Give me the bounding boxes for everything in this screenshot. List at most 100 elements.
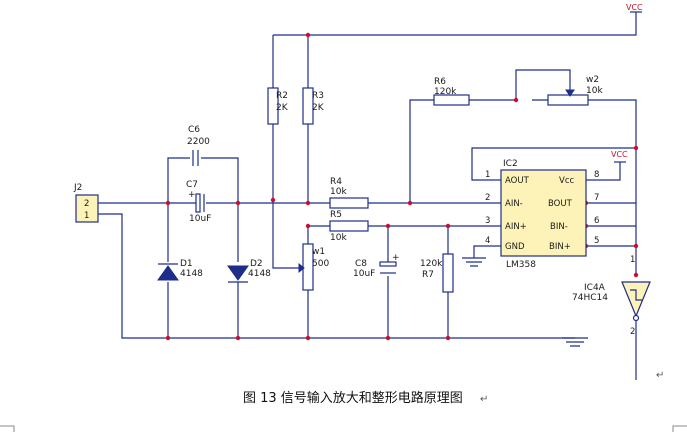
junction-dots xyxy=(165,32,639,341)
junction-dot xyxy=(385,335,391,341)
ic2-ain-minus: AIN- xyxy=(505,199,523,209)
ground-icon xyxy=(562,337,588,347)
ic2-pin1: 1 xyxy=(485,170,490,180)
resistor-r4: R4 10k xyxy=(329,177,369,209)
return-mark: ↵ xyxy=(656,370,664,381)
ic2-right-pins-wire xyxy=(586,162,636,247)
junction-dot xyxy=(235,200,241,206)
r2-to-w1-wire xyxy=(272,200,300,269)
d2-value: 4148 xyxy=(248,269,271,279)
r7-value: 120k xyxy=(420,259,443,269)
vcc-top-label: VCC xyxy=(626,3,643,12)
resistor-r7: 120k R7 xyxy=(420,253,454,293)
ic2-pin2: 2 xyxy=(485,193,490,203)
j2-connector: J2 2 1 xyxy=(73,183,99,223)
w2-label: w2 xyxy=(586,75,599,85)
c7-plus: + xyxy=(188,190,196,200)
r6-label: R6 xyxy=(434,77,446,87)
r5-label: R5 xyxy=(330,210,342,220)
vcc-right-symbol: VCC xyxy=(611,150,628,163)
corner-mark-right xyxy=(672,425,687,432)
ic2-gnd-wire xyxy=(473,245,501,258)
junction-dot xyxy=(305,32,311,38)
w2-body xyxy=(547,94,589,106)
ic2-gnd: GND xyxy=(505,242,525,252)
r3-value: 2K xyxy=(312,103,325,113)
resistor-r6: R6 120k xyxy=(433,77,470,106)
d1-label: D1 xyxy=(180,259,193,269)
ic2-label: IC2 xyxy=(503,159,518,169)
ic2-pin3: 3 xyxy=(485,216,490,226)
c7-value: 10uF xyxy=(189,214,211,224)
r7-label: R7 xyxy=(422,270,434,280)
ground-icon xyxy=(462,257,486,267)
c7-label: C7 xyxy=(186,180,198,190)
junction-dot xyxy=(305,335,311,341)
junction-dot xyxy=(513,97,519,103)
resistor-r5: R5 10k xyxy=(329,210,369,243)
junction-dot xyxy=(235,335,241,341)
ic2-pin5: 5 xyxy=(594,236,599,246)
ic4a-part: 74HC14 xyxy=(572,293,608,303)
ic4a-label: IC4A xyxy=(584,283,606,293)
junction-dot xyxy=(633,145,639,151)
signal-line-wire xyxy=(98,69,637,204)
c6-label: C6 xyxy=(188,125,200,135)
paragraph-mark: ↵ xyxy=(480,394,488,405)
diode-d1: D1 4148 xyxy=(157,259,203,281)
capacitor-c7: C7 + 10uF xyxy=(186,180,211,224)
junction-dot xyxy=(633,272,639,278)
r5-body xyxy=(329,220,369,232)
w2-value: 10k xyxy=(586,86,603,96)
vcc-right-label: VCC xyxy=(611,150,628,159)
junction-dot xyxy=(445,335,451,341)
r2-body xyxy=(267,87,279,125)
ic2-part: LM358 xyxy=(506,260,536,270)
ic2-aout: AOUT xyxy=(505,176,530,186)
junction-dot xyxy=(165,200,171,206)
junction-dot xyxy=(270,197,276,203)
r3-body xyxy=(302,87,314,125)
capacitor-c6: C6 2200 xyxy=(187,125,210,166)
potentiometer-w1: w1 500 xyxy=(298,243,329,291)
ic2-ain-plus: AIN+ xyxy=(505,222,527,232)
ic2-pin6: 6 xyxy=(594,216,599,226)
junction-dot xyxy=(305,223,311,229)
w1-label: w1 xyxy=(312,247,325,257)
r2-label: R2 xyxy=(276,91,288,101)
resistor-r3: R3 2K xyxy=(302,87,325,125)
r7-body xyxy=(442,253,454,293)
potentiometer-w2: w2 10k xyxy=(547,75,603,106)
ic2-bout: BOUT xyxy=(548,199,573,209)
top-rail-wire xyxy=(273,12,637,36)
junction-dot xyxy=(165,335,171,341)
junction-dot xyxy=(633,243,639,249)
resistor-r2: R2 2K xyxy=(267,87,289,125)
j2-label: J2 xyxy=(73,183,82,193)
ground-rail-wire xyxy=(98,213,575,339)
c8-plate xyxy=(379,261,397,267)
diode-d2: D2 4148 xyxy=(227,259,271,283)
schmitt-symbol xyxy=(630,289,642,301)
c6-value: 2200 xyxy=(187,137,210,147)
corner-mark-left xyxy=(0,425,15,432)
d2-label: D2 xyxy=(250,259,263,269)
r2-value: 2K xyxy=(276,103,289,113)
ic2-pin7: 7 xyxy=(594,193,599,203)
r4-value: 10k xyxy=(330,187,347,197)
w1-value: 500 xyxy=(312,259,329,269)
c8-plus: + xyxy=(392,253,400,263)
capacitor-c8: C8 10uF + xyxy=(353,253,400,279)
d1-value: 4148 xyxy=(180,269,203,279)
r4-body xyxy=(329,197,369,209)
ic4a-74hc14: 1 2 IC4A 74HC14 xyxy=(572,255,651,337)
ic4a-pin2: 2 xyxy=(630,327,635,337)
r5-value: 10k xyxy=(330,233,347,243)
c8-value: 10uF xyxy=(353,269,375,279)
r3-label: R3 xyxy=(312,91,324,101)
c7-plate xyxy=(195,193,201,213)
vcc-top-symbol: VCC xyxy=(626,3,643,13)
ic2-vcc: Vcc xyxy=(559,176,574,186)
